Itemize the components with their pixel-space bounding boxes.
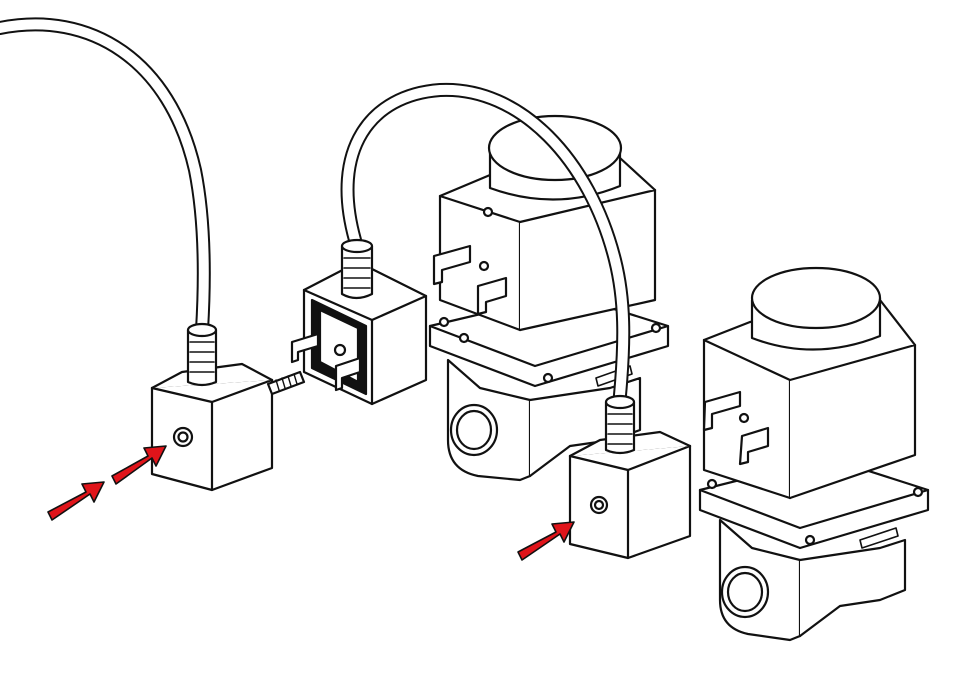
mounting-screw xyxy=(266,370,306,396)
connector-base xyxy=(290,238,428,406)
connector-plug-detached xyxy=(150,322,274,492)
callout-arrow-3 xyxy=(517,521,575,561)
connector-plug-mounted xyxy=(568,394,692,560)
valve-cap-right xyxy=(750,266,882,330)
callout-arrow-1 xyxy=(47,481,105,521)
cable-left xyxy=(0,17,211,337)
valve-right xyxy=(698,266,930,642)
callout-arrow-2 xyxy=(111,445,167,485)
